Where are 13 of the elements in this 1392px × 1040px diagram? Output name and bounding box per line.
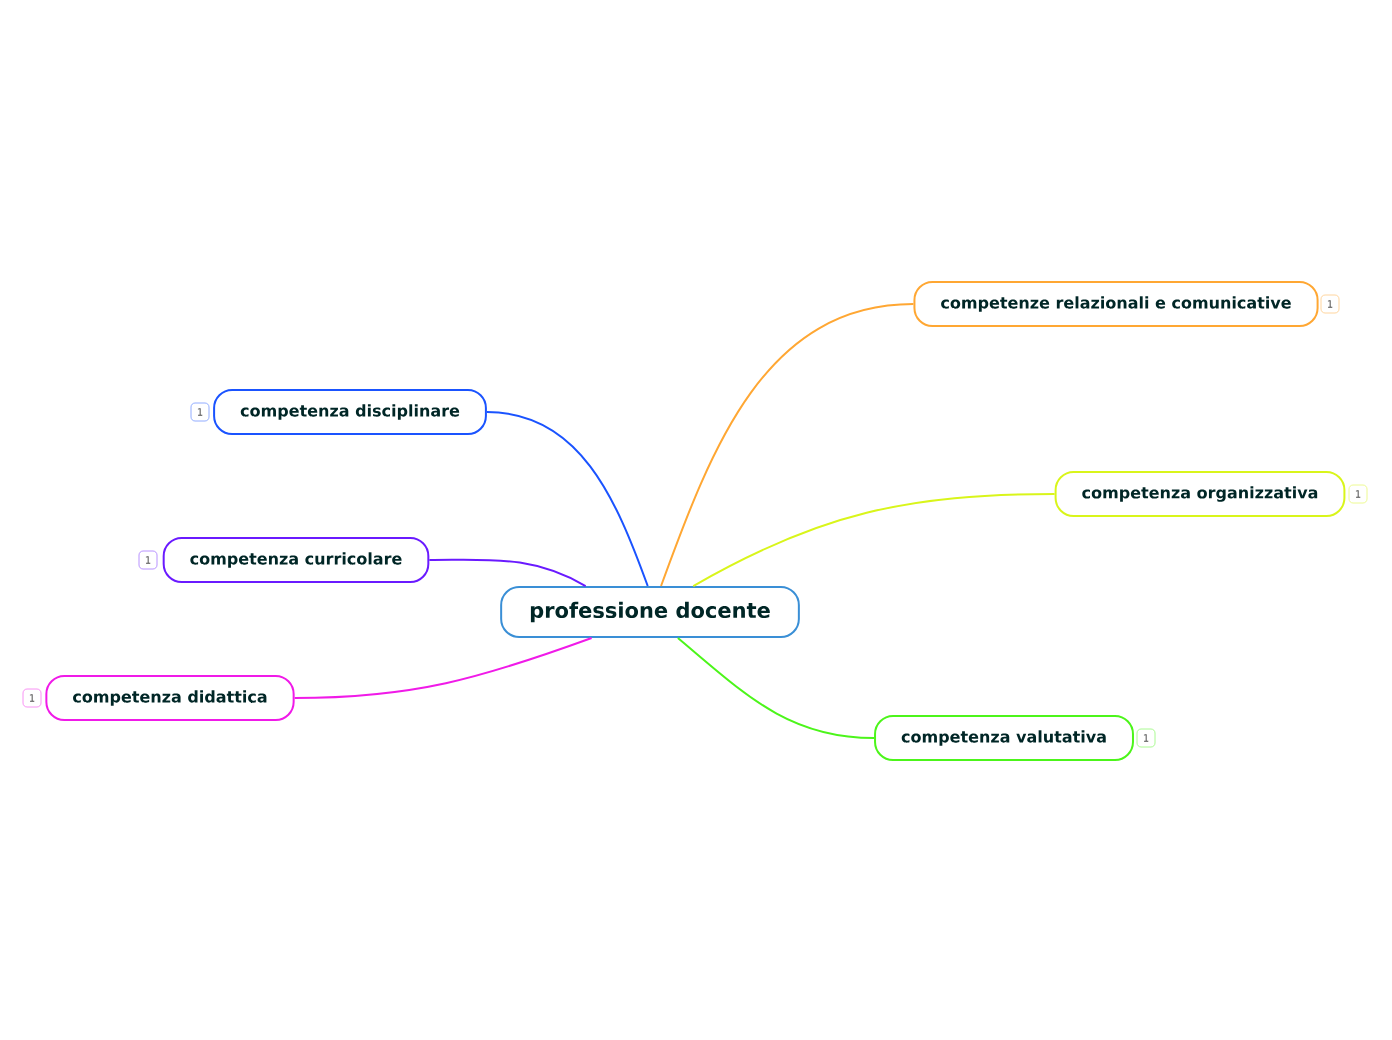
topic-box: competenza didattica (45, 675, 295, 721)
branch-line (692, 493, 1056, 587)
branch-line (428, 558, 587, 587)
topic-box: competenza valutativa (874, 715, 1134, 761)
branch-line (676, 637, 876, 739)
branch-line (293, 637, 593, 699)
topic-box: competenza curricolare (162, 537, 430, 583)
topic-box: competenza organizzativa (1054, 471, 1346, 517)
topic-box: competenza disciplinare (213, 389, 487, 435)
topic-box: professione docente (500, 586, 800, 638)
branch-line (660, 303, 915, 587)
topic-box: competenze relazionali e comunicative (913, 281, 1319, 327)
branch-line (485, 411, 649, 587)
